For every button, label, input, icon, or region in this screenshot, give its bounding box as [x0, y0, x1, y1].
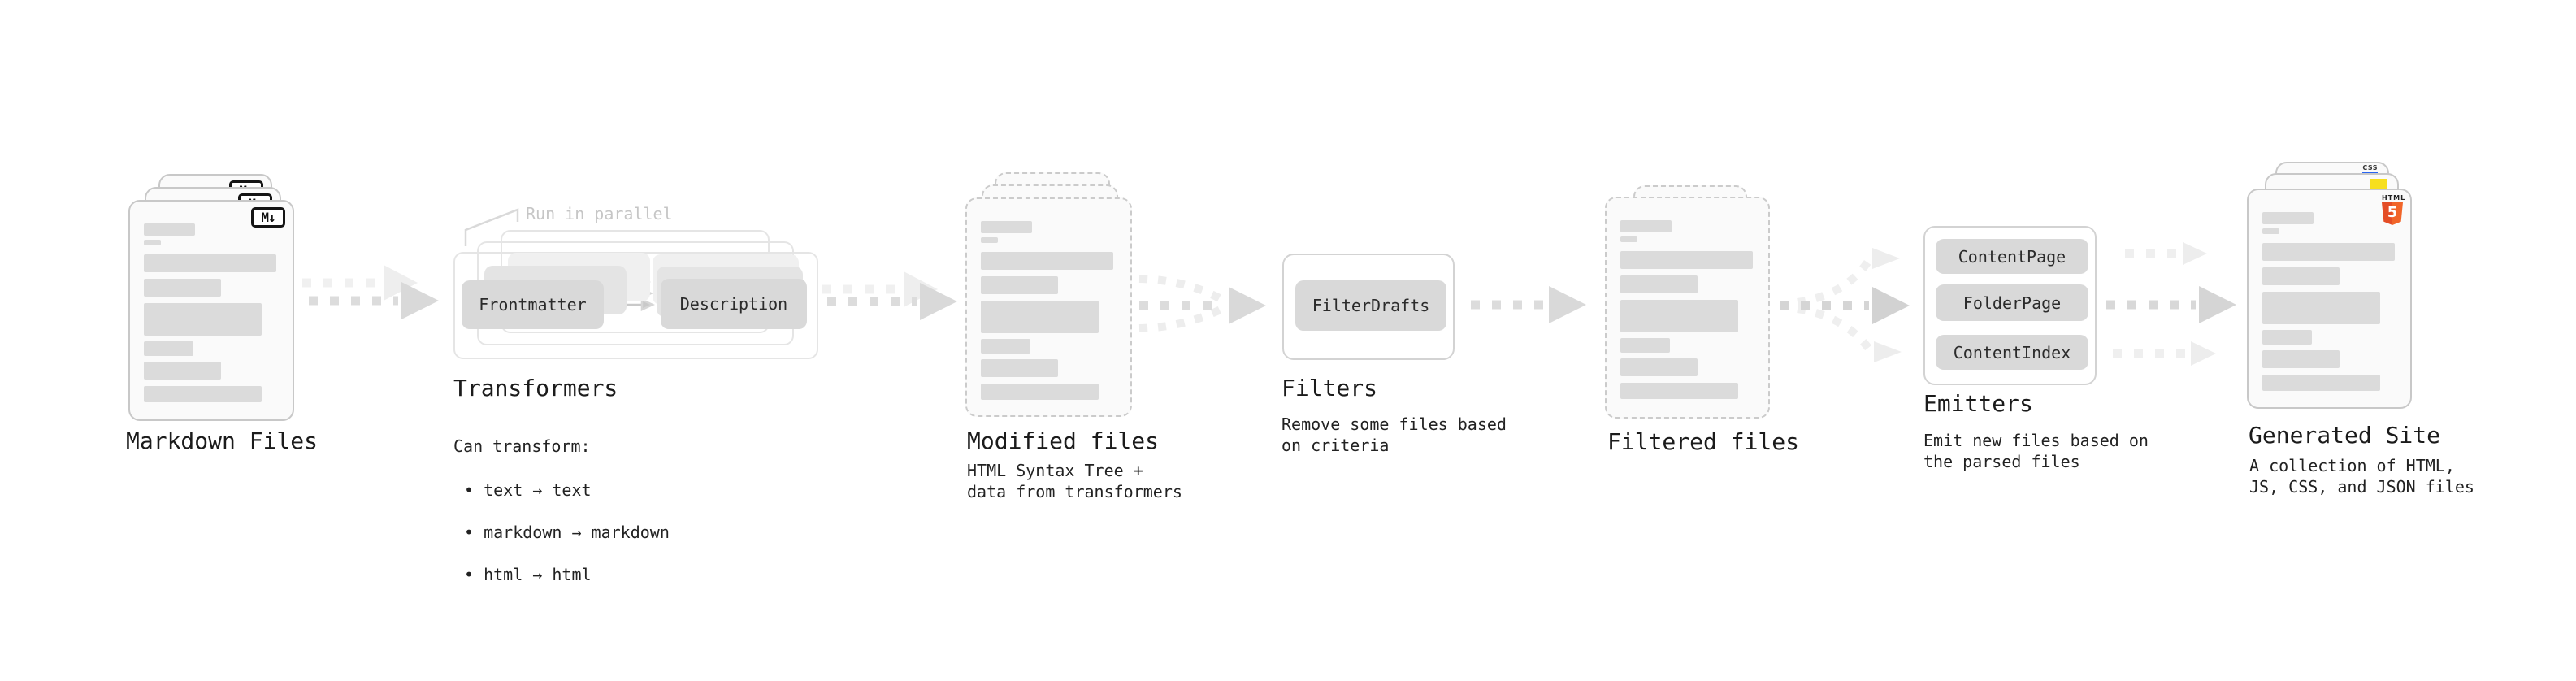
arrow-transformers-to-modified — [822, 271, 957, 320]
arrow-emitters-to-generated — [2106, 242, 2236, 366]
skeleton-text-lines — [967, 199, 1130, 400]
html5-word: HTML — [2382, 194, 2406, 202]
description-transformer: Description — [661, 279, 807, 329]
generated-site-label: Generated Site — [2249, 422, 2441, 449]
arrow-modified-to-filters — [1138, 275, 1266, 332]
generated-site-caption: A collection of HTML, JS, CSS, and JSON … — [2249, 456, 2474, 497]
caption-bullet: • text → text — [464, 480, 592, 500]
html5-shield: 5 — [2382, 202, 2403, 225]
filters-label: Filters — [1281, 375, 1378, 401]
filterdrafts-filter: FilterDrafts — [1295, 280, 1446, 331]
markdown-icon: M↓ — [251, 207, 285, 228]
generated-site-stack: CSS HTML 5 — [2247, 162, 2412, 409]
contentindex-emitter: ContentIndex — [1936, 335, 2088, 370]
modified-file-card-front — [965, 197, 1132, 417]
transformers-label: Transformers — [453, 375, 618, 401]
markdown-file-stack: M↓ M↓ M↓ — [128, 174, 294, 421]
html-file-card: HTML 5 — [2247, 189, 2412, 409]
caption-bullet: • markdown → markdown — [464, 523, 670, 542]
arrow-filters-to-filtered — [1471, 286, 1586, 323]
arrow-markdown-to-transformers — [302, 265, 439, 319]
filtered-files-label: Filtered files — [1607, 428, 1800, 455]
markdown-files-label: Markdown Files — [126, 427, 319, 454]
transformers-caption: Can transform: • text → text • markdown … — [453, 414, 670, 606]
caption-bullet: • html → html — [464, 565, 592, 584]
arrow-filtered-to-emitters — [1780, 248, 1910, 362]
js-icon — [2370, 179, 2387, 189]
filters-caption: Remove some files based on criteria — [1281, 414, 1507, 455]
markdown-file-card-front: M↓ — [128, 200, 294, 421]
contentpage-emitter: ContentPage — [1936, 239, 2088, 274]
filters-box: FilterDrafts — [1282, 254, 1455, 360]
skeleton-text-lines — [130, 202, 293, 402]
modified-files-label: Modified files — [967, 427, 1160, 454]
folderpage-emitter: FolderPage — [1936, 284, 2088, 321]
skeleton-text-lines — [1607, 198, 1768, 399]
caption-line: Can transform: — [453, 436, 591, 456]
html5-icon: HTML 5 — [2382, 194, 2406, 225]
filtered-file-card-front — [1605, 197, 1770, 419]
html5-number: 5 — [2387, 204, 2398, 221]
emitters-box: ContentPage FolderPage ContentIndex — [1923, 226, 2097, 385]
emitters-label: Emitters — [1923, 390, 2033, 417]
skeleton-text-lines — [2249, 190, 2410, 391]
run-in-parallel-note: Run in parallel — [526, 204, 673, 223]
frontmatter-transformer: Frontmatter — [462, 280, 604, 329]
filtered-file-stack — [1605, 185, 1770, 419]
emitters-caption: Emit new files based on the parsed files — [1923, 431, 2149, 471]
modified-file-stack — [965, 172, 1132, 417]
transformers-visual: Run in parallel Frontmatter Description — [453, 204, 819, 360]
modified-files-caption: HTML Syntax Tree + data from transformer… — [967, 461, 1182, 501]
